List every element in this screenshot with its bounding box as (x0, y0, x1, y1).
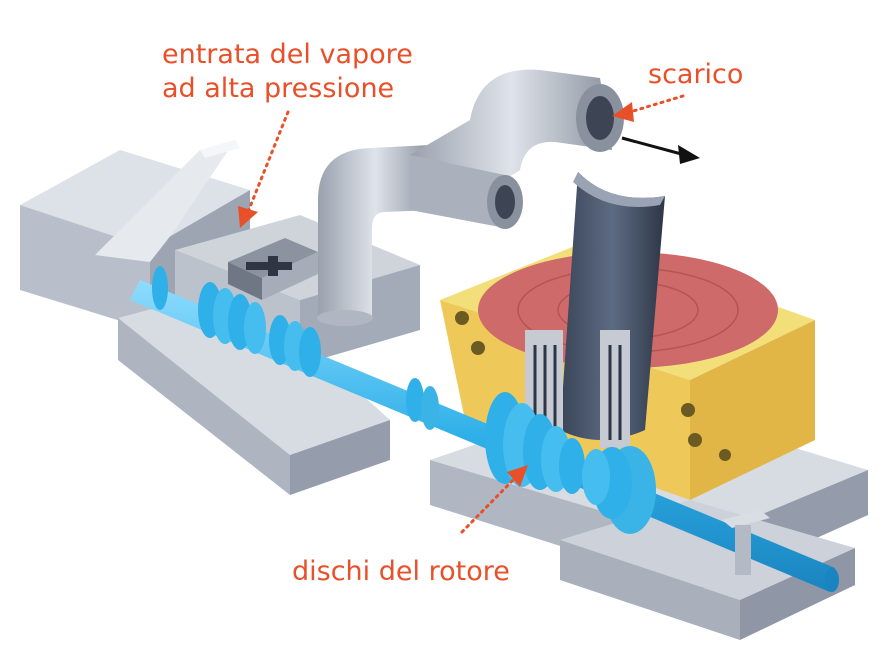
rotor-discs-right (485, 392, 656, 534)
leader-lines (246, 94, 685, 534)
exhaust-flow-arrow (621, 136, 700, 164)
exhaust-arrowhead (612, 102, 634, 122)
exhaust-label: scarico (648, 59, 744, 90)
inlet-arrowhead (238, 206, 258, 228)
steam-inlet-fitting (228, 238, 318, 300)
steam-inlet-label: entrata del vapore ad alta pressione (162, 38, 413, 106)
rotor-leader-line (460, 476, 517, 534)
rotor-discs-label: dischi del rotore (292, 556, 510, 587)
steam-inlet-label-line2: ad alta pressione (162, 73, 395, 104)
exhaust-leader-line (628, 94, 685, 114)
rotor-discs-left (198, 282, 321, 377)
leader-arrowheads (238, 102, 634, 487)
steam-inlet-label-line1: entrata del vapore (162, 39, 413, 70)
right-bearing (722, 510, 770, 575)
steam-pipes (317, 69, 624, 326)
rotor-arrowhead (507, 465, 528, 487)
inlet-leader-line (246, 110, 290, 214)
